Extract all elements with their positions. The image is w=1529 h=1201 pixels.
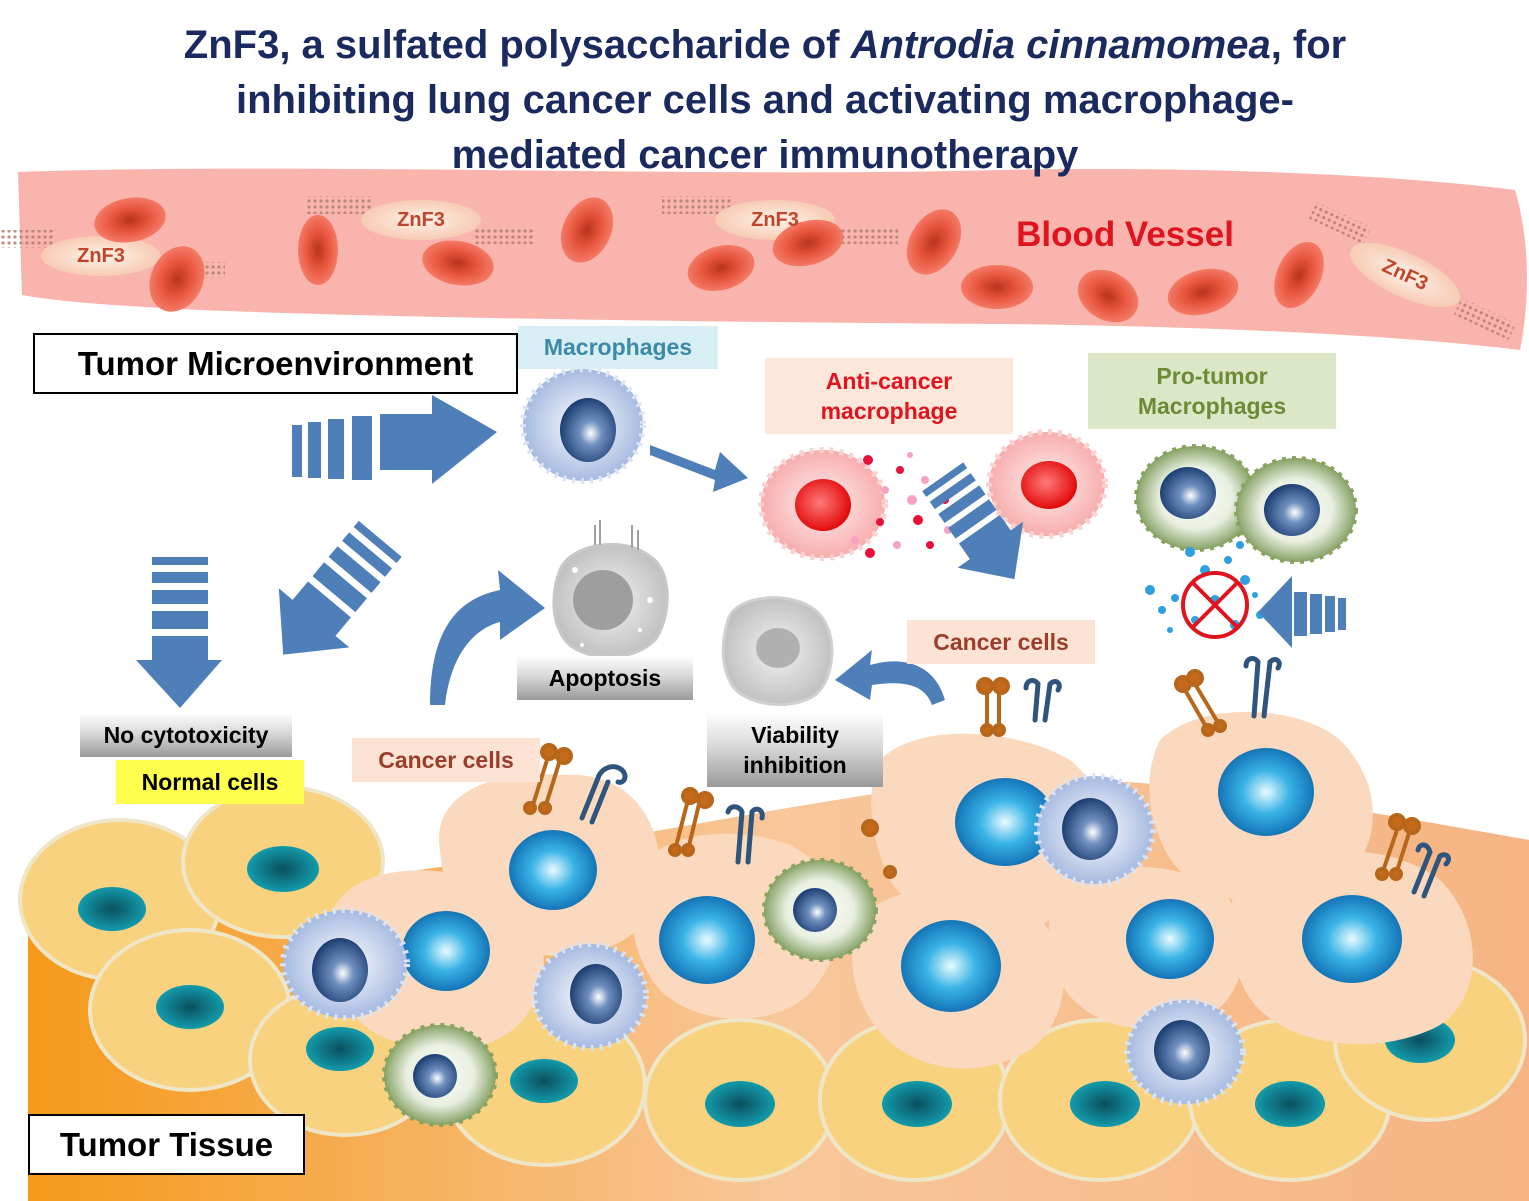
znf3-label: ZnF3	[751, 208, 799, 231]
anti-cancer-macrophage-label: Anti-cancer macrophage	[765, 358, 1013, 434]
pro-tumor-line2: Macrophages	[1137, 393, 1287, 419]
cancer-cells-label-left: Cancer cells	[352, 738, 540, 782]
apoptotic-cell	[552, 520, 669, 659]
arrow-to-macrophage	[292, 395, 497, 484]
page-title: ZnF3, a sulfated polysaccharide of Antro…	[40, 18, 1490, 183]
anti-cancer-line1: Anti-cancer	[825, 368, 953, 394]
blue-macrophages	[280, 366, 1246, 1107]
apoptosis-label: Apoptosis	[517, 656, 693, 700]
normal-cell-nuclei	[78, 846, 1455, 1127]
tumor-microenvironment-label: Tumor Microenvironment	[33, 333, 518, 394]
no-cytotoxicity-label: No cytotoxicity	[80, 713, 292, 757]
arrow-anti-cancer-to-cancer	[922, 462, 1024, 580]
inhibited-cell	[721, 596, 834, 707]
znf3-label: ZnF3	[397, 208, 445, 231]
znf3-label: ZnF3	[77, 244, 125, 267]
curved-arrow-to-viability	[835, 650, 945, 705]
znf3-dotted-chains	[0, 196, 1516, 340]
secreted-factors	[1145, 541, 1264, 633]
viability-line1: Viability	[751, 722, 839, 748]
red-blood-cells	[94, 197, 1324, 323]
macrophages-label: Macrophages	[518, 326, 718, 369]
arrow-left-to-factors	[1258, 576, 1346, 648]
viability-inhibition-label: Viability inhibition	[707, 713, 883, 787]
title-line1-end: , for	[1270, 23, 1347, 67]
title-line1-start: ZnF3, a sulfated polysaccharide of	[183, 23, 851, 67]
normal-cells-label: Normal cells	[116, 760, 304, 804]
arrow-diagonal-cancer	[278, 520, 402, 655]
pro-tumor-line1: Pro-tumor	[1156, 363, 1268, 389]
cytokine-dots	[851, 452, 952, 558]
cancer-cell-nuclei	[402, 748, 1402, 1012]
cell-surface-receptors	[523, 656, 1451, 899]
title-line3: mediated cancer immunotherapy	[451, 133, 1079, 177]
pro-tumor-macrophages-label: Pro-tumor Macrophages	[1088, 353, 1336, 429]
arrow-to-anti-cancer	[650, 445, 748, 492]
title-species-name: Antrodia cinnamomea	[850, 23, 1271, 67]
znf3-molecules	[41, 200, 1461, 308]
viability-line2: inhibition	[743, 752, 847, 778]
anti-cancer-macrophages	[758, 429, 1108, 561]
arrows	[136, 395, 1346, 708]
tumor-tissue-label: Tumor Tissue	[28, 1114, 305, 1175]
title-line2: inhibiting lung cancer cells and activat…	[236, 78, 1294, 122]
pro-tumor-macrophages	[382, 444, 1358, 1127]
prohibited-icon	[1181, 571, 1249, 639]
cancer-cells-label-right: Cancer cells	[907, 620, 1095, 664]
arrow-down-normal-cells	[136, 557, 222, 708]
blood-vessel-label: Blood Vessel	[1016, 215, 1234, 254]
anti-cancer-line2: macrophage	[820, 398, 958, 424]
curved-arrow-to-apoptosis	[430, 570, 545, 705]
